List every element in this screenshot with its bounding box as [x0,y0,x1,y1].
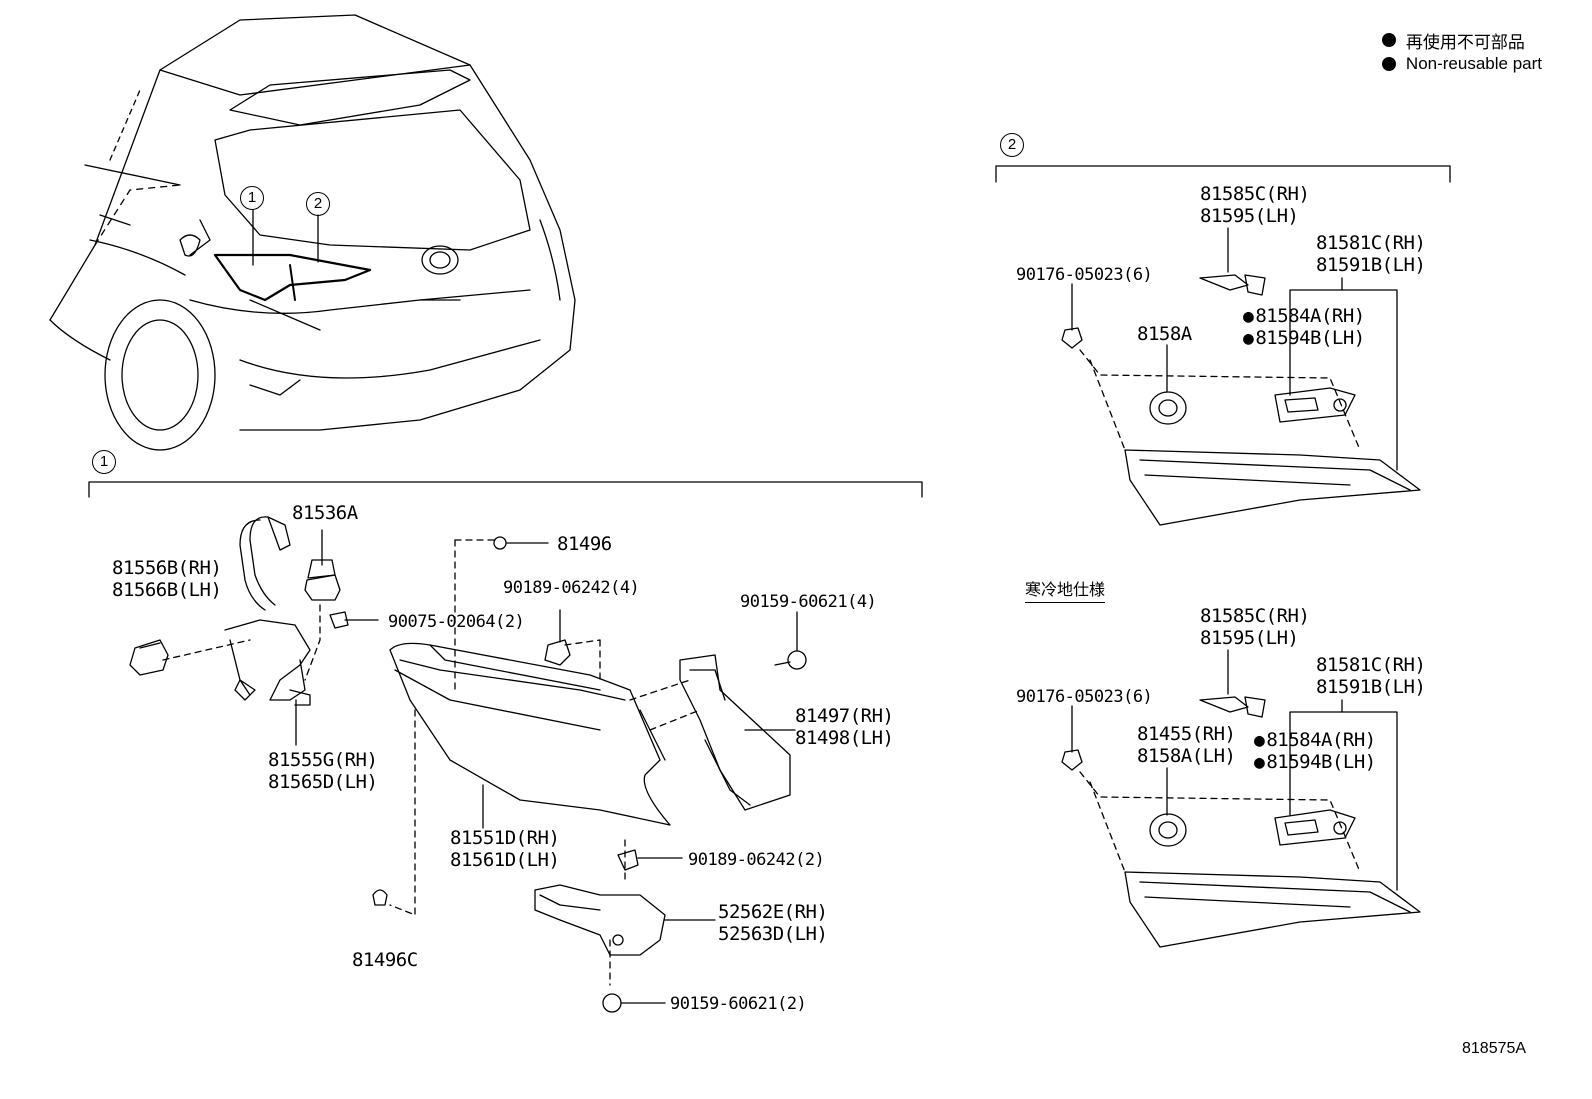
part-label-90159-upper: 90159-60621(4) [740,592,877,612]
part-label-81595-bottom: 81595(LH) [1200,627,1299,649]
part-label-52563D: 52563D(LH) [718,923,828,945]
part-label-81581C-bottom: 81581C(RH) [1316,654,1426,676]
callout-one-car: 1 [240,186,264,210]
figure-id: 818575A [1462,1040,1527,1057]
callout-two-section: 2 [1000,133,1024,157]
rear-combination-lamp-illustration [389,642,671,826]
part-label-81594B-bottom: 81594B(LH) [1254,752,1376,773]
part-label-81498: 81498(LH) [795,727,894,749]
part-label-81497: 81497(RH) [795,705,894,727]
legend: 再使用不可部品 Non-reusable part [1381,28,1542,76]
part-label-90075: 90075-02064(2) [388,612,525,632]
part-label-81591B-bottom: 81591B(LH) [1316,676,1426,698]
car-rear-illustration [49,14,576,451]
part-label-81585C-top: 81585C(RH) [1200,183,1310,205]
part-label-90176-bottom: 90176-05023(6) [1016,687,1153,707]
part-label-90189-upper: 90189-06242(4) [503,578,640,598]
part-label-81561D: 81561D(LH) [450,849,560,871]
part-label-81496C: 81496C [352,949,418,971]
lamp-cover-illustration [679,654,791,811]
cold-region-spec-title: 寒冷地仕様 [1025,576,1106,603]
part-label-81591B-top: 81591B(LH) [1316,254,1426,276]
legend-text-en: Non-reusable part [1405,54,1542,73]
part-label-90176-top: 90176-05023(6) [1016,265,1153,285]
socket-wire-illustration [224,516,311,706]
part-label-81584A-top: 81584A(RH) [1243,306,1365,327]
part-label-81536A: 81536A [292,502,358,524]
part-label-8158A-top: 8158A [1137,323,1192,345]
part-label-81565D: 81565D(LH) [268,771,378,793]
callout-two-car: 2 [306,192,330,216]
part-label-81595-top: 81595(LH) [1200,205,1299,227]
non-reusable-dot-icon [1381,33,1396,47]
legend-text-jp: 再使用不可部品 [1405,32,1525,52]
legend-row-jp: 再使用不可部品 [1381,28,1542,52]
part-label-90159-lower: 90159-60621(2) [670,994,807,1014]
part-label-81556B: 81556B(RH) [112,557,222,579]
part-label-81455: 81455(RH) [1137,723,1236,745]
bracket-illustration [534,884,666,956]
non-reusable-dot-icon [1381,57,1396,71]
part-label-90189-lower: 90189-06242(2) [688,850,825,870]
callout-one-section: 1 [92,450,116,474]
part-label-81581C-top: 81581C(RH) [1316,232,1426,254]
part-label-81496: 81496 [557,533,612,555]
part-label-81585C-bottom: 81585C(RH) [1200,605,1310,627]
part-label-81594B-top: 81594B(LH) [1243,328,1365,349]
part-label-81566B: 81566B(LH) [112,579,222,601]
part-label-81555G: 81555G(RH) [268,749,378,771]
part-label-81551D: 81551D(RH) [450,827,560,849]
part-label-8158A-bottom: 8158A(LH) [1137,745,1236,767]
part-label-52562E: 52562E(RH) [718,901,828,923]
legend-row-en: Non-reusable part [1381,52,1542,76]
part-label-81584A-bottom: 81584A(RH) [1254,730,1376,751]
